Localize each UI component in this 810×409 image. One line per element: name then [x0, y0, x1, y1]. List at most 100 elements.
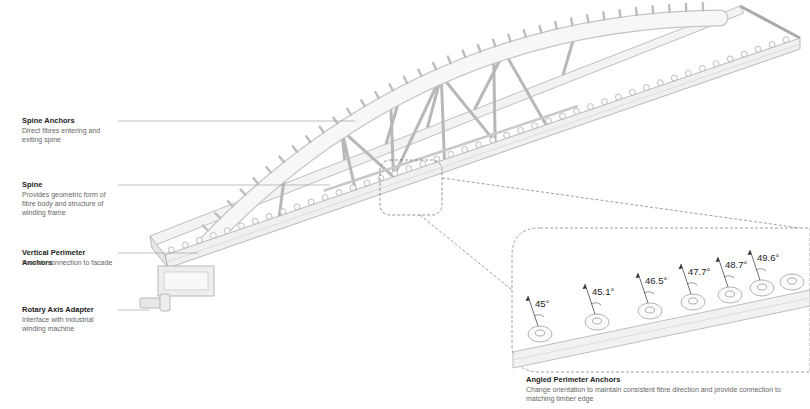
spine-anchor: [555, 22, 557, 29]
leader-line: [118, 121, 355, 122]
anchor-pin: [646, 307, 655, 313]
callout-note: Direct fibres entering and exiting spine: [22, 126, 117, 144]
perimeter-anchor: [308, 199, 314, 205]
perimeter-anchor: [392, 170, 398, 176]
spine-anchor: [293, 146, 297, 152]
perimeter-anchor: [266, 213, 272, 219]
arrow-head: [748, 250, 752, 255]
perimeter-anchor: [643, 85, 649, 91]
angle-arc: [756, 269, 766, 271]
anchor-pin: [689, 298, 698, 304]
spine-anchor: [306, 136, 310, 142]
anchor-pin: [536, 330, 545, 336]
anchor-pin: [726, 291, 735, 297]
spine-anchor: [228, 201, 233, 206]
arrow-head: [636, 273, 640, 278]
callout-heading: Spine: [22, 180, 117, 190]
spine-anchor: [266, 167, 270, 172]
spine-anchors: [203, 3, 703, 230]
perimeter-anchor: [350, 185, 356, 191]
perimeter-anchor: [364, 180, 370, 186]
spine-anchor: [571, 18, 572, 25]
perimeter-anchor: [671, 75, 677, 81]
arrow-head: [583, 284, 587, 289]
angle-arc: [591, 303, 601, 305]
anchor-base: [585, 314, 609, 330]
callout-note: Provide connection to facade: [22, 258, 117, 267]
perimeter-anchor: [741, 51, 747, 57]
perimeter-anchor: [476, 142, 482, 148]
anchor-base: [750, 280, 774, 296]
spine-anchor: [418, 70, 421, 76]
detail-heading: Angled Perimeter Anchors: [526, 375, 806, 385]
perimeter-anchor: [294, 204, 300, 210]
perimeter-anchor: [769, 42, 775, 48]
callout-heading: Rotary Axis Adapter: [22, 305, 117, 315]
perimeter-anchor: [601, 99, 607, 105]
spine-anchor: [668, 5, 671, 12]
perimeter-anchor: [532, 123, 538, 129]
perimeter-anchor: [420, 161, 426, 167]
spine-anchor: [448, 57, 451, 63]
spine-anchor: [478, 45, 480, 52]
projection-line: [420, 215, 512, 290]
arrow-head: [716, 257, 720, 262]
adapter-collar: [160, 294, 170, 311]
truss-member: [441, 76, 495, 142]
projection-line: [442, 178, 800, 228]
spine-anchor: [651, 6, 654, 13]
arrow-head: [526, 296, 530, 301]
perimeter-anchor: [504, 132, 510, 138]
angle-arc: [724, 276, 734, 278]
anchor-pin: [788, 278, 797, 284]
perimeter-anchor: [280, 209, 286, 215]
spine-anchor: [635, 8, 638, 15]
detail-note: Change orientation to maintain consisten…: [526, 385, 806, 403]
perimeter-anchor: [378, 175, 384, 181]
spine-anchor: [203, 226, 208, 231]
perimeter-anchor: [462, 147, 468, 153]
perimeter-anchor: [336, 190, 342, 196]
perimeter-anchor: [518, 127, 524, 133]
leader-line: [118, 185, 330, 186]
truss-member: [391, 101, 394, 177]
spine-anchor: [508, 35, 510, 42]
perimeter-anchor: [238, 223, 244, 229]
perimeter-anchor: [657, 80, 663, 86]
angle-value: 46.5°: [645, 275, 667, 287]
angle-arc: [687, 283, 697, 285]
adapter-plate: [164, 272, 208, 290]
anchor-pin: [593, 318, 602, 324]
perimeter-anchor: [252, 218, 258, 224]
spine-body: [205, 18, 720, 245]
spine-anchor: [702, 3, 705, 10]
angle-value: 45.1°: [592, 286, 614, 298]
perimeter-anchor: [560, 113, 566, 119]
spine-anchor: [280, 157, 284, 162]
perimeter-anchor: [490, 137, 496, 143]
spine-anchor: [603, 13, 604, 20]
perimeter-anchor: [699, 65, 705, 71]
spine-outline: [205, 18, 720, 245]
angle-arc: [534, 315, 544, 317]
anchor-pin: [758, 284, 767, 290]
detail-focus: [380, 160, 442, 215]
perimeter-anchor: [224, 228, 230, 234]
spine-anchor: [618, 10, 621, 17]
perimeter-anchor: [168, 247, 174, 253]
detail-inset: [512, 228, 810, 372]
perimeter-anchor: [783, 37, 789, 43]
spine-anchor: [361, 100, 365, 106]
anchor-base: [780, 274, 804, 290]
perimeter-anchor: [406, 166, 412, 172]
back-rail: [150, 6, 744, 246]
perimeter-anchor: [210, 233, 216, 239]
truss-member: [441, 76, 444, 160]
spine-anchor: [463, 51, 466, 58]
arrow-head: [679, 264, 683, 269]
perimeter-anchor: [755, 46, 761, 52]
perimeter-anchor: [727, 56, 733, 62]
perimeter-anchor: [629, 89, 635, 95]
spine-anchor: [433, 63, 436, 69]
